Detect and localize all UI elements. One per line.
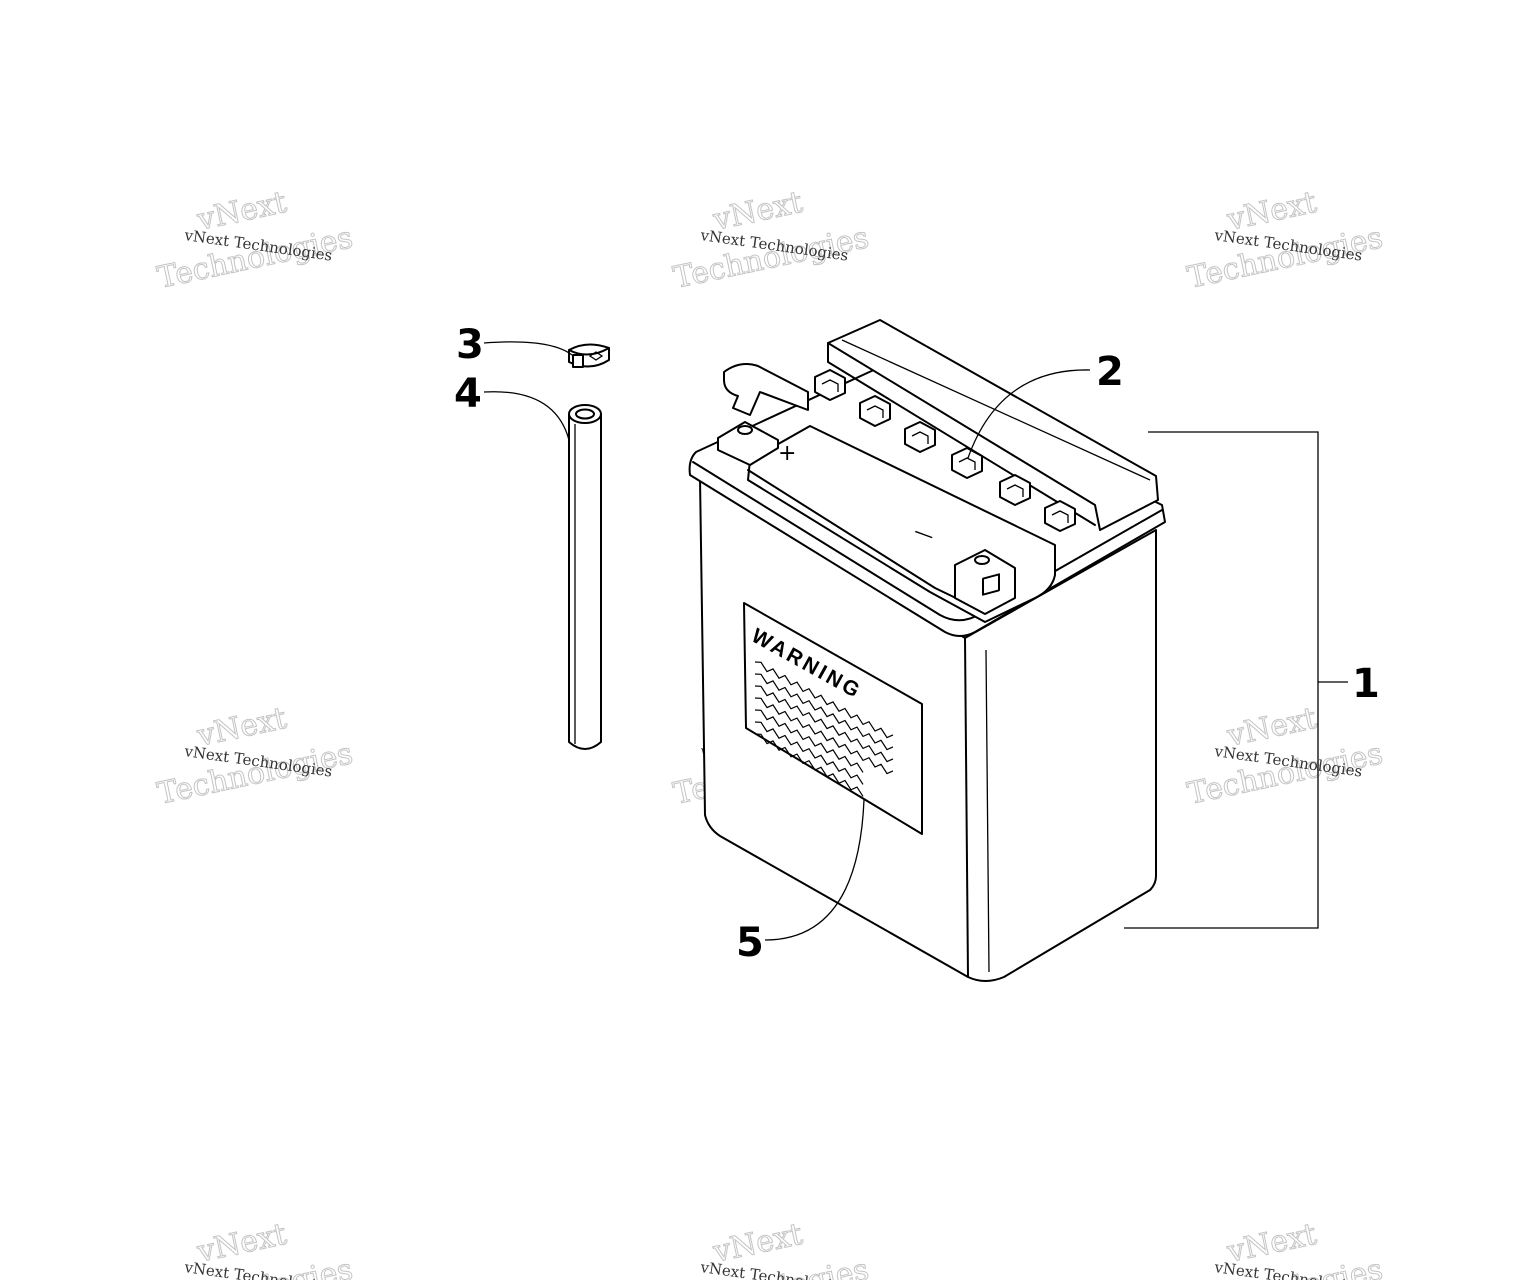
warning-label-text-line: [754, 673, 894, 751]
watermark: vNext Technologies vNext Technologies: [154, 700, 356, 812]
warning-label-text-line: [754, 733, 864, 797]
watermark: vNext Technologies vNext Technologies: [670, 184, 872, 296]
watermark: vNext Technologies vNext Technologies: [154, 1216, 356, 1280]
warning-label-text-line: [754, 721, 864, 785]
callout-4: 4: [454, 371, 482, 417]
vent-tube: [568, 404, 602, 750]
battery: + — WARNING: [688, 319, 1166, 982]
warning-label: WARNING: [743, 602, 923, 835]
warning-label-text-line: [754, 685, 894, 763]
warning-label-text-line: [754, 661, 894, 739]
watermark: vNext Technologies vNext Technologies: [1184, 184, 1386, 296]
callouts: 1 2 3 4 5: [454, 322, 1380, 966]
warning-label-text-line: [754, 709, 864, 773]
warning-label-text-lines: [754, 661, 894, 797]
hose-clamp: [568, 343, 610, 368]
leader-lines: [483, 341, 1348, 941]
vent-caps: [814, 369, 1076, 532]
plus-symbol: +: [778, 441, 796, 466]
watermark: vNext Technologies vNext Technologies: [154, 184, 356, 296]
callout-2: 2: [1096, 349, 1124, 395]
callout-3: 3: [456, 322, 484, 368]
callout-5: 5: [736, 920, 764, 966]
watermark: vNext Technologies vNext Technologies: [1184, 700, 1386, 812]
warning-label-text-line: [754, 697, 894, 775]
watermark: vNext Technologies vNext Technologies: [1184, 1216, 1386, 1280]
callout-1: 1: [1352, 661, 1380, 707]
watermark: vNext Technologies vNext Technologies: [670, 1216, 872, 1280]
